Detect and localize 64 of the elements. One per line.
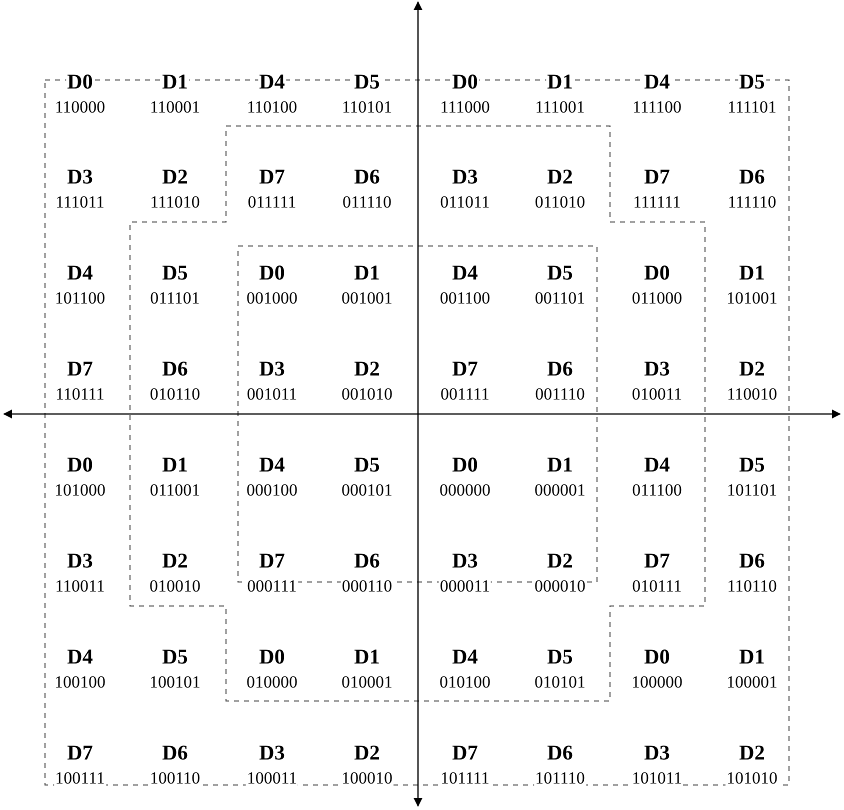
bit-code: 011101 <box>149 290 201 306</box>
bit-code: 010101 <box>534 674 586 690</box>
bit-code: 101011 <box>630 770 684 786</box>
bit-code: 111001 <box>534 98 586 116</box>
bit-code: 100000 <box>630 674 684 690</box>
bit-code: 000010 <box>534 578 586 594</box>
bit-code: 100110 <box>148 770 202 786</box>
bit-code: 100101 <box>148 674 202 690</box>
bit-code: 101000 <box>54 482 106 498</box>
bit-code: 001000 <box>246 290 298 306</box>
bit-code: 011010 <box>534 194 586 210</box>
bit-code: 110001 <box>148 98 202 116</box>
bit-code: 111010 <box>149 194 201 210</box>
bit-code: 000101 <box>340 482 394 498</box>
bit-code: 010011 <box>630 386 684 402</box>
bit-code: 101010 <box>726 770 778 786</box>
bit-code: 101001 <box>726 290 778 306</box>
bit-code: 010000 <box>246 674 298 690</box>
bit-code: 001011 <box>246 386 298 402</box>
bit-code: 000001 <box>534 482 586 498</box>
bit-code: 110101 <box>340 98 394 116</box>
bit-code: 010111 <box>631 578 683 594</box>
bit-code: 011110 <box>341 194 393 210</box>
bit-code: 011100 <box>631 482 683 498</box>
bit-code: 001110 <box>534 386 586 402</box>
bit-code: 001001 <box>340 290 394 306</box>
bit-code: 111110 <box>726 194 778 210</box>
bit-code: 011011 <box>439 194 491 210</box>
bit-code: 010001 <box>340 674 394 690</box>
bit-code: 000100 <box>246 482 298 498</box>
bit-code: 000111 <box>246 578 298 594</box>
bit-code: 100111 <box>54 770 106 786</box>
bit-code: 111101 <box>726 98 778 116</box>
bit-code: 010100 <box>438 674 492 690</box>
bit-code: 010010 <box>148 578 202 594</box>
bit-code: 111100 <box>631 98 683 116</box>
bit-code: 001010 <box>340 386 394 402</box>
bit-code: 110010 <box>726 386 778 402</box>
bit-code: 001111 <box>439 386 491 402</box>
bit-code: 110111 <box>54 386 106 402</box>
bit-code: 101101 <box>726 482 778 498</box>
bit-code: 110110 <box>726 578 778 594</box>
bit-code: 101110 <box>534 770 586 786</box>
bit-code: 001100 <box>438 290 492 306</box>
bit-code: 011111 <box>246 194 298 210</box>
bit-code: 011000 <box>630 290 684 306</box>
bit-code: 110011 <box>54 578 106 594</box>
bit-code: 100011 <box>246 770 298 786</box>
bit-code: 000000 <box>438 482 492 498</box>
bit-code: 110100 <box>246 98 298 116</box>
bit-code: 101100 <box>54 290 106 306</box>
bit-code: 100001 <box>726 674 778 690</box>
bit-code: 010110 <box>148 386 202 402</box>
bit-code: 100100 <box>54 674 106 690</box>
bit-code: 100010 <box>340 770 394 786</box>
bit-code: 111011 <box>54 194 106 210</box>
bit-code: 001101 <box>534 290 586 306</box>
bit-code: 110000 <box>54 98 106 116</box>
bit-code: 111111 <box>632 194 682 210</box>
bit-code: 000110 <box>340 578 394 594</box>
bit-code: 000011 <box>438 578 492 594</box>
bit-code: 111000 <box>439 98 491 116</box>
bit-code: 101111 <box>439 770 491 786</box>
bit-code: 011001 <box>148 482 202 498</box>
